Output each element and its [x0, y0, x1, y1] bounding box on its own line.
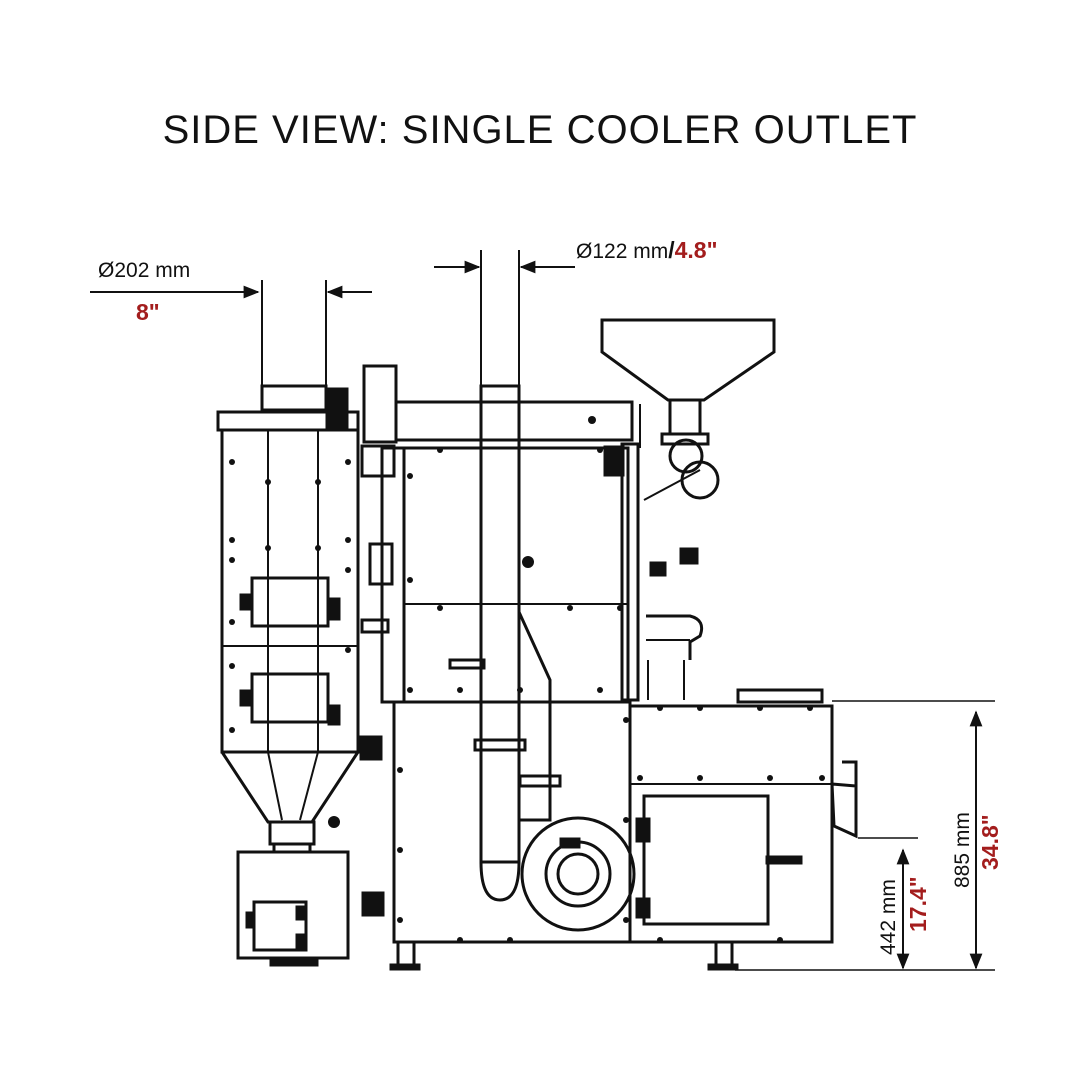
chaff-collector [236, 816, 350, 967]
total-height-metric: 885 mm [951, 812, 974, 888]
total-height-imperial: 34.8" [977, 814, 1003, 870]
chimney-diameter-dimension: Ø202 mm 8" [90, 259, 372, 325]
front-panel [603, 438, 720, 702]
chimney-diameter-imperial: 8" [136, 299, 160, 325]
cooler-door [635, 794, 803, 926]
total-height-dimension: 885 mm 34.8" [735, 700, 1003, 971]
machine-feet [389, 940, 739, 971]
exhaust-diameter-separator: / [668, 237, 675, 263]
cyclone-chimney [260, 280, 328, 412]
cooler-height-dimension: 442 mm 17.4" [858, 837, 931, 970]
chimney-diameter-metric: Ø202 mm [98, 259, 190, 282]
machine-base [392, 688, 834, 944]
exhaust-diameter-label: Ø122 mm/4.8" [576, 237, 717, 263]
rivets [229, 447, 825, 943]
roaster-machine [216, 250, 858, 971]
exhaust-pipe [473, 250, 562, 902]
bean-hopper [600, 318, 776, 501]
cooler-outlet [830, 760, 858, 839]
exhaust-diameter-imperial: 4.8" [675, 237, 718, 263]
cooler-height-imperial: 17.4" [905, 876, 931, 932]
roaster-housing [359, 444, 630, 917]
cyclone-duct [325, 364, 634, 444]
exhaust-diameter-dimension: Ø122 mm/4.8" [434, 237, 717, 274]
cooler-height-metric: 442 mm [877, 879, 900, 955]
page-title: SIDE VIEW: SINGLE COOLER OUTLET [162, 108, 918, 152]
blower-fan [520, 816, 636, 932]
exhaust-diameter-metric: Ø122 mm [576, 240, 668, 263]
cyclone-body [216, 410, 360, 854]
